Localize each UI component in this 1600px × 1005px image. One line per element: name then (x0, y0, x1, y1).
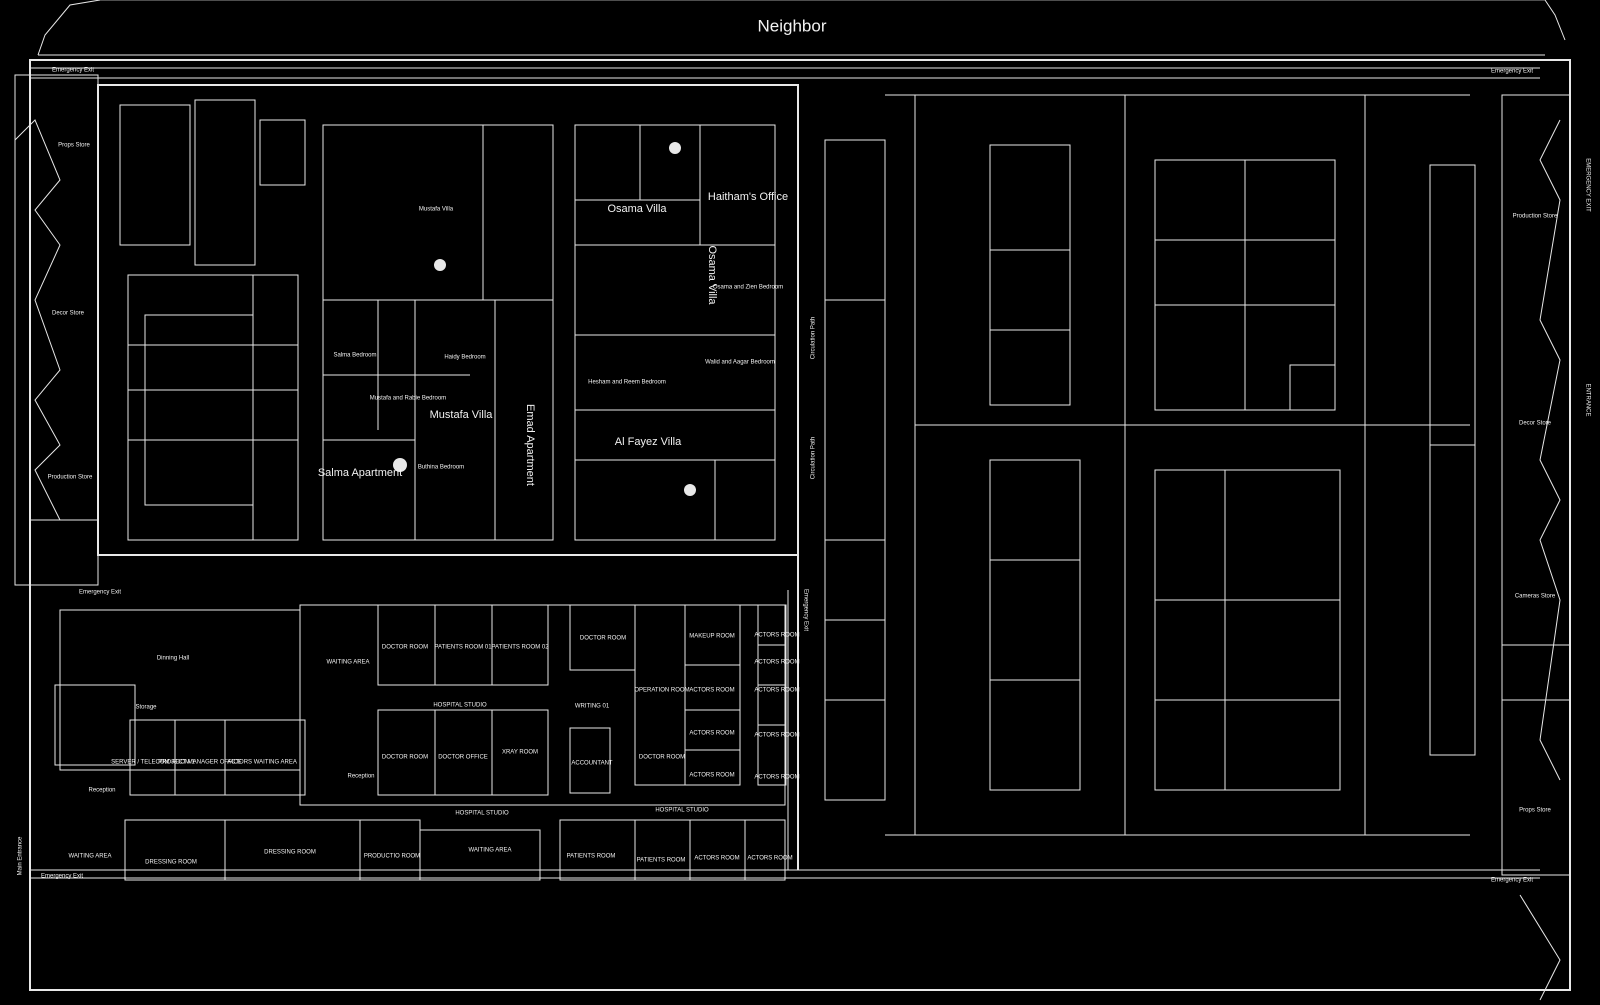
actors-waiting-area-1-label: ACTORS WAITING AREA (227, 760, 297, 766)
actors-room-a-label: ACTORS ROOM (754, 633, 799, 639)
project-manager-office-label: PROJECT MANAGER OFFICE (158, 760, 242, 766)
emad-apartment-label: Emad Apartment (524, 404, 536, 486)
walid-aagar-bedroom-label: Walid and Aagar Bedroom (705, 360, 775, 366)
circulation-path-2-label: Circulation Path (811, 437, 817, 479)
hospital-studio-3-label: HOSPITAL STUDIO (655, 808, 709, 814)
production-store-right-label: Production Store (1513, 214, 1558, 220)
doctor-office-label: DOCTOR OFFICE (438, 755, 488, 761)
reception-1-label: Reception (88, 788, 115, 794)
actors-room-h-label: ACTORS ROOM (754, 660, 799, 666)
actors-room-d-label: ACTORS ROOM (689, 731, 734, 737)
buthina-bedroom-label: Buthina Bedroom (418, 465, 464, 471)
props-store-right-label: Props Store (1519, 808, 1551, 814)
actors-room-f-label: ACTORS ROOM (689, 773, 734, 779)
actors-room-e-label: ACTORS ROOM (754, 733, 799, 739)
camera-store-label: Cameras Store (1515, 594, 1556, 600)
osama-villa-label: Osama Villa (607, 203, 667, 215)
emergency-exit-4-label: Emergency Exit (802, 589, 808, 631)
accountant-label: ACCOUNTANT (571, 761, 613, 767)
emergency-exit-3-label: Emergency Exit (79, 590, 121, 596)
al-fayez-villa-label: Al Fayez Villa (615, 436, 682, 448)
props-store-left-label: Props Store (58, 143, 90, 149)
circulation-path-1-label: Circulation Path (811, 317, 817, 359)
doctor-room-2-label: DOCTOR ROOM (580, 636, 626, 642)
actors-room-c-label: ACTORS ROOM (754, 688, 799, 694)
waiting-area-main-label: WAITING AREA (68, 854, 111, 860)
decor-store-left-label: Decor Store (52, 311, 85, 317)
hospital-studio-2-label: HOSPITAL STUDIO (455, 811, 509, 817)
mustafa-rabie-bedroom-label: Mustafa and Rabie Bedroom (370, 396, 446, 402)
salma-bedroom-label: Salma Bedroom (333, 353, 376, 359)
production-store-left-label: Production Store (48, 475, 93, 481)
xray-room-label: XRAY ROOM (502, 750, 538, 756)
dressing-room-2-label: DRESSING ROOM (264, 850, 316, 856)
osama-villa-vertical-label: Osama Villa (706, 245, 718, 305)
waiting-area-1-label: WAITING AREA (326, 660, 369, 666)
patients-room-4-label: PATIENTS ROOM (637, 858, 686, 864)
waiting-area-2-label: WAITING AREA (468, 848, 511, 854)
dinning-hall-label: Dinning Hall (157, 656, 189, 662)
storage-label: Storage (135, 705, 157, 711)
patients-room-01-label: PATIENTS ROOM 01 (434, 645, 492, 651)
emergency-exit-6-label: Emergency Exit (1491, 878, 1533, 884)
doctor-room-1-label: DOCTOR ROOM (382, 645, 428, 651)
doctor-room-4-label: DOCTOR ROOM (639, 755, 685, 761)
makeup-room-label: MAKEUP ROOM (689, 634, 735, 640)
emergency-exit-1-label: Emergency Exit (52, 68, 94, 74)
actors-room-g-label: ACTORS ROOM (754, 775, 799, 781)
actors-room-b-label: ACTORS ROOM (689, 688, 734, 694)
hesham-reem-bedroom-label: Hesham and Reem Bedroom (588, 380, 666, 386)
actors-room-bottom-1-label: ACTORS ROOM (694, 856, 739, 862)
mustafa-villa-main-label: Mustafa Villa (430, 409, 494, 421)
dressing-room-1-label: DRESSING ROOM (145, 860, 197, 866)
server-room-label: SERVER / TELECOM ROOM 1 (111, 760, 195, 766)
emergency-exit-5-label: Emergency Exit (41, 874, 83, 880)
emergency-exit-side-label: EMERGENCY EXIT (1584, 158, 1590, 212)
osama-zien-bedroom-label: Osama and Zien Bedroom (713, 285, 783, 291)
production-room-label: PRODUCTIO ROOM (364, 854, 420, 860)
actors-room-bottom-2-label: ACTORS ROOM (747, 856, 792, 862)
neighbor-title: Neighbor (758, 16, 827, 35)
entrance-side-label: ENTRANCE (1584, 383, 1590, 416)
reception-2-label: Reception (347, 774, 374, 780)
writing-01-label: WRITING 01 (575, 704, 610, 710)
doctor-room-3-label: DOCTOR ROOM (382, 755, 428, 761)
hospital-studio-1-label: HOSPITAL STUDIO (433, 703, 487, 709)
patients-room-3-label: PATIENTS ROOM (567, 854, 616, 860)
decor-store-right-label: Decor Store (1519, 421, 1552, 427)
haidy-bedroom-label: Haidy Bedroom (444, 355, 485, 361)
mustafa-villa-upper-label: Mustafa Villa (419, 207, 454, 213)
patients-room-02-label: PATIENTS ROOM 02 (491, 645, 549, 651)
haithams-office-label: Haitham's Office (708, 191, 788, 203)
salma-apartment-label: Salma Apartment (318, 467, 402, 479)
main-entrance-label: Main Entrance (18, 836, 24, 875)
operation-room-label: OPERATION ROOM (634, 688, 689, 694)
emergency-exit-2-label: Emergency Exit (1491, 69, 1533, 75)
